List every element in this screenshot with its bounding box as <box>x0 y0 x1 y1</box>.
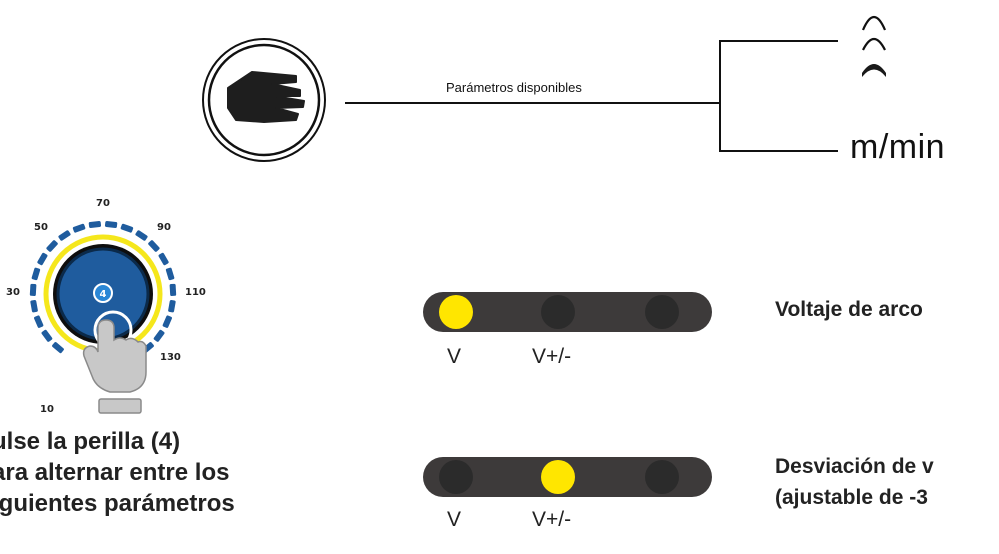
led-label-v: V <box>447 508 462 531</box>
dial-tick <box>148 240 160 252</box>
dial-tick <box>58 230 71 241</box>
dial-tick <box>41 329 53 342</box>
led-v-deviation-indicator <box>541 295 575 329</box>
led-description: Voltaje de arco <box>775 294 923 325</box>
instruction-line: ulse la perilla (4) <box>0 428 181 455</box>
dial-tick <box>162 315 172 328</box>
manual-mode-icon <box>202 38 326 162</box>
led-description: Desviación de v (ajustable de -3 <box>775 451 934 513</box>
control-knob: 4 <box>29 220 177 414</box>
dial-tick <box>29 283 37 296</box>
wire-speed-unit: m/min <box>850 128 946 166</box>
available-parameters-label: Parámetros disponibles <box>446 80 582 95</box>
dial-tick <box>158 252 169 266</box>
dial-tick <box>104 220 118 229</box>
dial-scale-label: 90 <box>157 222 171 233</box>
led-third-indicator <box>645 295 679 329</box>
description-line: (ajustable de -3 <box>775 486 928 509</box>
description-line: Desviación de v <box>775 455 934 478</box>
dial-tick <box>72 223 86 233</box>
dial-tick <box>88 220 102 229</box>
dial-tick <box>30 300 38 313</box>
dial-tick <box>52 342 64 354</box>
dial-tick <box>37 252 48 266</box>
dial-tick <box>31 267 41 281</box>
instruction-line: iguientes parámetros <box>0 490 235 517</box>
led-v-deviation-indicator <box>541 460 575 494</box>
instruction-line: ara alternar entre los <box>0 459 230 486</box>
led-label-v: V <box>447 345 462 368</box>
dial-tick <box>169 283 177 296</box>
dial-scale-label: 50 <box>34 222 48 233</box>
dial-scale-label: 130 <box>160 352 181 363</box>
dial-tick <box>135 230 148 241</box>
led-bar-2 <box>423 457 712 497</box>
led-third-indicator <box>645 460 679 494</box>
led-v-indicator <box>439 460 473 494</box>
connector-lines <box>345 40 838 152</box>
dial-scale-label: 70 <box>96 198 110 209</box>
dial-tick <box>153 329 165 342</box>
arc-symbol-icon <box>861 15 887 77</box>
led-v-indicator <box>439 295 473 329</box>
dial-scale-ticks <box>29 220 177 354</box>
dial-scale-label: 30 <box>6 287 20 298</box>
dial-tick <box>120 223 134 233</box>
press-hand-icon <box>82 310 147 414</box>
dial-scale-label: 110 <box>185 287 206 298</box>
dial-tick <box>34 315 44 328</box>
led-label-v-deviation: V+/- <box>532 345 572 368</box>
dial-tick <box>46 240 58 252</box>
led-bar-1 <box>423 292 712 332</box>
dial-scale-label: 10 <box>40 404 54 415</box>
dial-tick <box>168 300 176 313</box>
knob-number: 4 <box>100 289 107 300</box>
instructions-text: ulse la perilla (4) ara alternar entre l… <box>0 426 235 519</box>
description-line: Voltaje de arco <box>775 298 923 321</box>
knob-number-badge <box>93 283 113 303</box>
led-label-v-deviation: V+/- <box>532 508 572 531</box>
dial-tick <box>165 267 175 281</box>
